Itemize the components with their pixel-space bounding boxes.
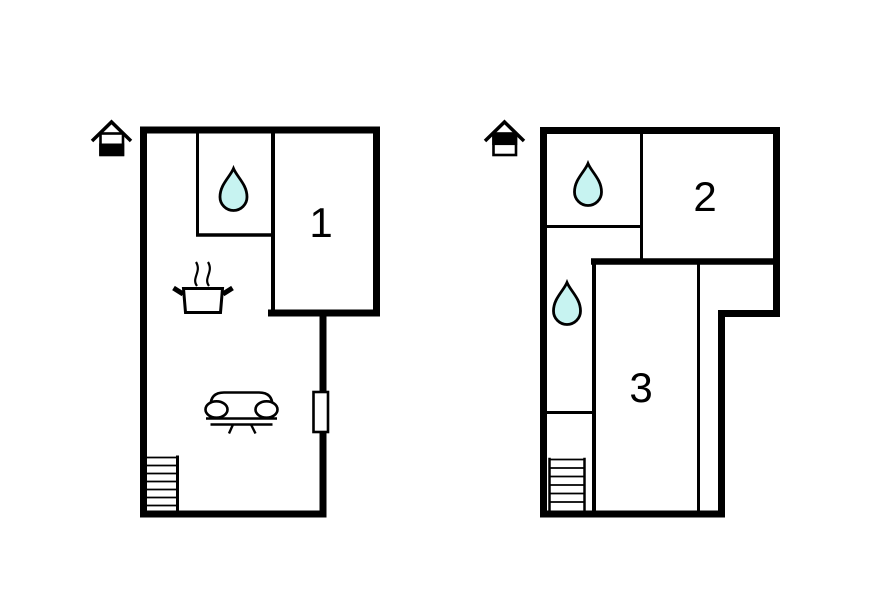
left-floorplan: 1 [90,119,380,518]
cooking-pot-icon [172,261,234,314]
house-roof [483,119,526,143]
room-label: 2 [693,173,716,220]
sofa-leg [249,423,257,435]
room-label: 3 [629,364,652,411]
water-drop-icon [218,164,249,212]
right-floorplan: 2 3 [483,119,780,518]
water-drop-icon [552,278,582,326]
pot-handle [172,285,185,297]
sofa-armrest [204,399,229,419]
outer-wall [540,127,780,518]
house-roof [90,119,133,143]
stairs-icon [548,457,586,511]
house-lower-floor-icon [90,119,133,157]
house-upper-floor-icon [483,119,526,157]
house-filled-level [99,143,125,156]
steam-icon [194,261,199,287]
steam-icon [206,261,211,287]
sofa-armrest [254,399,279,419]
water-drop-icon [573,159,603,207]
stairs-icon [147,455,179,511]
room-label: 1 [309,199,332,246]
pot-body [181,287,225,314]
sofa-leg [227,424,235,434]
sofa-icon [204,391,279,435]
house-filled-level [492,132,518,146]
window-icon [312,390,330,434]
pot-handle [221,285,234,297]
